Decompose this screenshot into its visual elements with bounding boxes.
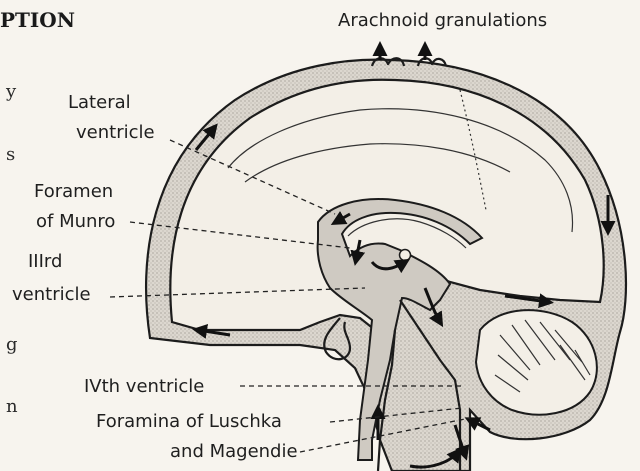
left-text-fragment-1: y bbox=[5, 81, 17, 102]
heading-fragment: PTION bbox=[0, 8, 75, 32]
left-text-fragment-4: n bbox=[6, 396, 18, 417]
label-arachnoid-granulations: Arachnoid granulations bbox=[338, 10, 547, 31]
left-text-fragment-3: g bbox=[6, 334, 18, 355]
left-text-fragment-2: s bbox=[6, 144, 15, 165]
label-lateral-ventricle-line2: ventricle bbox=[76, 122, 155, 143]
label-third-ventricle-line1: IIIrd bbox=[28, 251, 62, 272]
label-fourth-ventricle: IVth ventricle bbox=[84, 376, 204, 397]
label-foramen-line2: of Munro bbox=[36, 211, 115, 232]
label-foramina-line2: and Magendie bbox=[170, 441, 298, 462]
label-lateral-ventricle-line1: Lateral bbox=[68, 92, 131, 113]
label-third-ventricle-line2: ventricle bbox=[12, 284, 91, 305]
label-foramina-line1: Foramina of Luschka bbox=[96, 411, 282, 432]
label-foramen-line1: Foramen bbox=[34, 181, 113, 202]
massa-intermedia bbox=[400, 250, 411, 261]
